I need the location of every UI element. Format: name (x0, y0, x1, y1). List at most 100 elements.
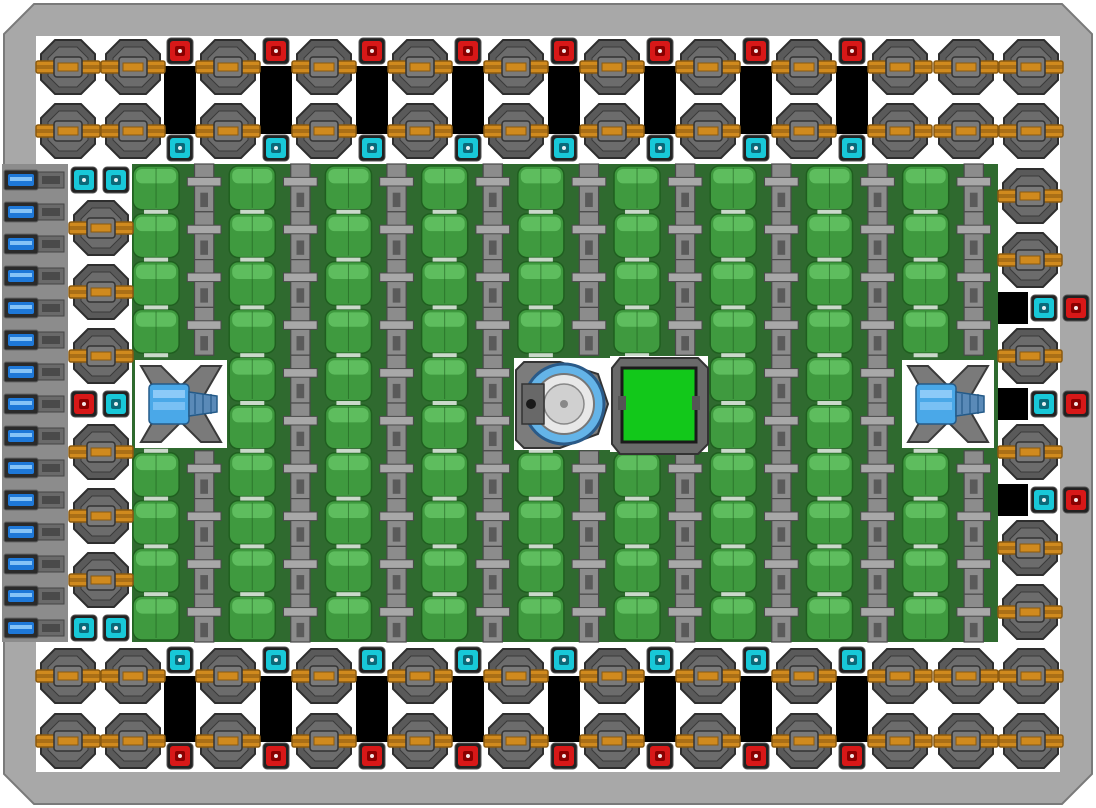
turret-icon[interactable] (771, 648, 837, 704)
power-cell-icon[interactable] (132, 452, 180, 498)
power-cell-icon[interactable] (805, 308, 854, 354)
power-cell-icon[interactable] (420, 547, 469, 593)
turret-icon[interactable] (483, 648, 549, 704)
docking-port-icon[interactable] (3, 265, 65, 287)
power-cell-icon[interactable] (709, 213, 758, 259)
docking-port-icon[interactable] (3, 201, 65, 223)
reactor-icon[interactable] (514, 358, 610, 450)
shield-node-icon[interactable] (1030, 390, 1058, 418)
docking-port-icon[interactable] (3, 585, 65, 607)
docking-port-icon[interactable] (3, 617, 65, 639)
power-cell-icon[interactable] (613, 499, 661, 546)
turret-icon[interactable] (771, 39, 837, 95)
power-cell-icon[interactable] (709, 356, 758, 402)
turret-icon[interactable] (291, 39, 357, 95)
power-cell-icon[interactable] (420, 308, 469, 354)
docking-port-icon[interactable] (3, 169, 65, 191)
turret-icon[interactable] (387, 103, 453, 159)
power-cell-icon[interactable] (709, 308, 758, 354)
turret-icon[interactable] (771, 103, 837, 159)
turret-icon[interactable] (998, 648, 1064, 704)
armor-node-icon[interactable] (646, 742, 674, 770)
power-cell-icon[interactable] (709, 260, 758, 307)
turret-icon[interactable] (100, 103, 166, 159)
power-cell-icon[interactable] (228, 260, 277, 307)
power-cell-icon[interactable] (517, 595, 565, 641)
shield-node-icon[interactable] (454, 134, 482, 162)
power-cell-icon[interactable] (324, 595, 373, 641)
shield-node-icon[interactable] (166, 134, 194, 162)
shield-node-icon[interactable] (70, 166, 98, 194)
turret-icon[interactable] (579, 648, 645, 704)
power-cell-icon[interactable] (132, 547, 180, 593)
armor-node-icon[interactable] (550, 37, 578, 65)
turret-icon[interactable] (68, 552, 134, 608)
armor-node-icon[interactable] (838, 37, 866, 65)
armor-node-icon[interactable] (166, 742, 194, 770)
power-cell-icon[interactable] (901, 547, 950, 593)
power-cell-icon[interactable] (709, 165, 758, 211)
power-cell-icon[interactable] (805, 547, 854, 593)
power-cell-icon[interactable] (420, 213, 469, 259)
power-cell-icon[interactable] (517, 165, 565, 211)
docking-port-icon[interactable] (3, 489, 65, 511)
power-cell-icon[interactable] (132, 213, 180, 259)
armor-node-icon[interactable] (454, 742, 482, 770)
power-cell-icon[interactable] (709, 547, 758, 593)
turret-icon[interactable] (997, 168, 1063, 224)
armor-node-icon[interactable] (1062, 294, 1090, 322)
shield-node-icon[interactable] (742, 646, 770, 674)
power-cell-icon[interactable] (613, 452, 661, 498)
turret-icon[interactable] (68, 488, 134, 544)
power-cell-icon[interactable] (420, 404, 469, 450)
armor-node-icon[interactable] (646, 37, 674, 65)
armor-node-icon[interactable] (70, 390, 98, 418)
turret-icon[interactable] (675, 713, 741, 769)
turret-icon[interactable] (675, 39, 741, 95)
shield-node-icon[interactable] (102, 166, 130, 194)
shield-node-icon[interactable] (262, 646, 290, 674)
power-cell-icon[interactable] (132, 595, 180, 641)
power-cell-icon[interactable] (517, 547, 565, 593)
turret-icon[interactable] (291, 648, 357, 704)
docking-port-icon[interactable] (3, 553, 65, 575)
turret-icon[interactable] (100, 39, 166, 95)
shield-node-icon[interactable] (646, 134, 674, 162)
shield-node-icon[interactable] (742, 134, 770, 162)
turret-icon[interactable] (933, 103, 999, 159)
turret-icon[interactable] (997, 328, 1063, 384)
shield-node-icon[interactable] (1030, 486, 1058, 514)
turret-icon[interactable] (997, 520, 1063, 576)
turret-icon[interactable] (387, 713, 453, 769)
thruster-icon[interactable] (902, 360, 994, 448)
turret-icon[interactable] (195, 39, 261, 95)
power-cell-icon[interactable] (805, 595, 854, 641)
power-cell-icon[interactable] (901, 595, 950, 641)
thruster-icon[interactable] (135, 360, 227, 448)
turret-icon[interactable] (771, 713, 837, 769)
power-cell-icon[interactable] (420, 452, 469, 498)
docking-port-icon[interactable] (3, 233, 65, 255)
power-cell-icon[interactable] (613, 595, 661, 641)
armor-node-icon[interactable] (262, 742, 290, 770)
turret-icon[interactable] (35, 713, 101, 769)
armor-node-icon[interactable] (166, 37, 194, 65)
shield-node-icon[interactable] (102, 614, 130, 642)
turret-icon[interactable] (483, 713, 549, 769)
armor-node-icon[interactable] (1062, 390, 1090, 418)
turret-icon[interactable] (387, 648, 453, 704)
power-cell-icon[interactable] (709, 499, 758, 546)
turret-icon[interactable] (579, 39, 645, 95)
armor-node-icon[interactable] (742, 37, 770, 65)
shield-node-icon[interactable] (550, 134, 578, 162)
power-cell-icon[interactable] (613, 213, 661, 259)
power-cell-icon[interactable] (517, 260, 565, 307)
power-cell-icon[interactable] (709, 595, 758, 641)
armor-node-icon[interactable] (550, 742, 578, 770)
power-cell-icon[interactable] (613, 165, 661, 211)
shield-node-icon[interactable] (838, 134, 866, 162)
power-cell-icon[interactable] (901, 452, 950, 498)
power-cell-icon[interactable] (613, 308, 661, 354)
turret-icon[interactable] (997, 424, 1063, 480)
shield-node-icon[interactable] (454, 646, 482, 674)
